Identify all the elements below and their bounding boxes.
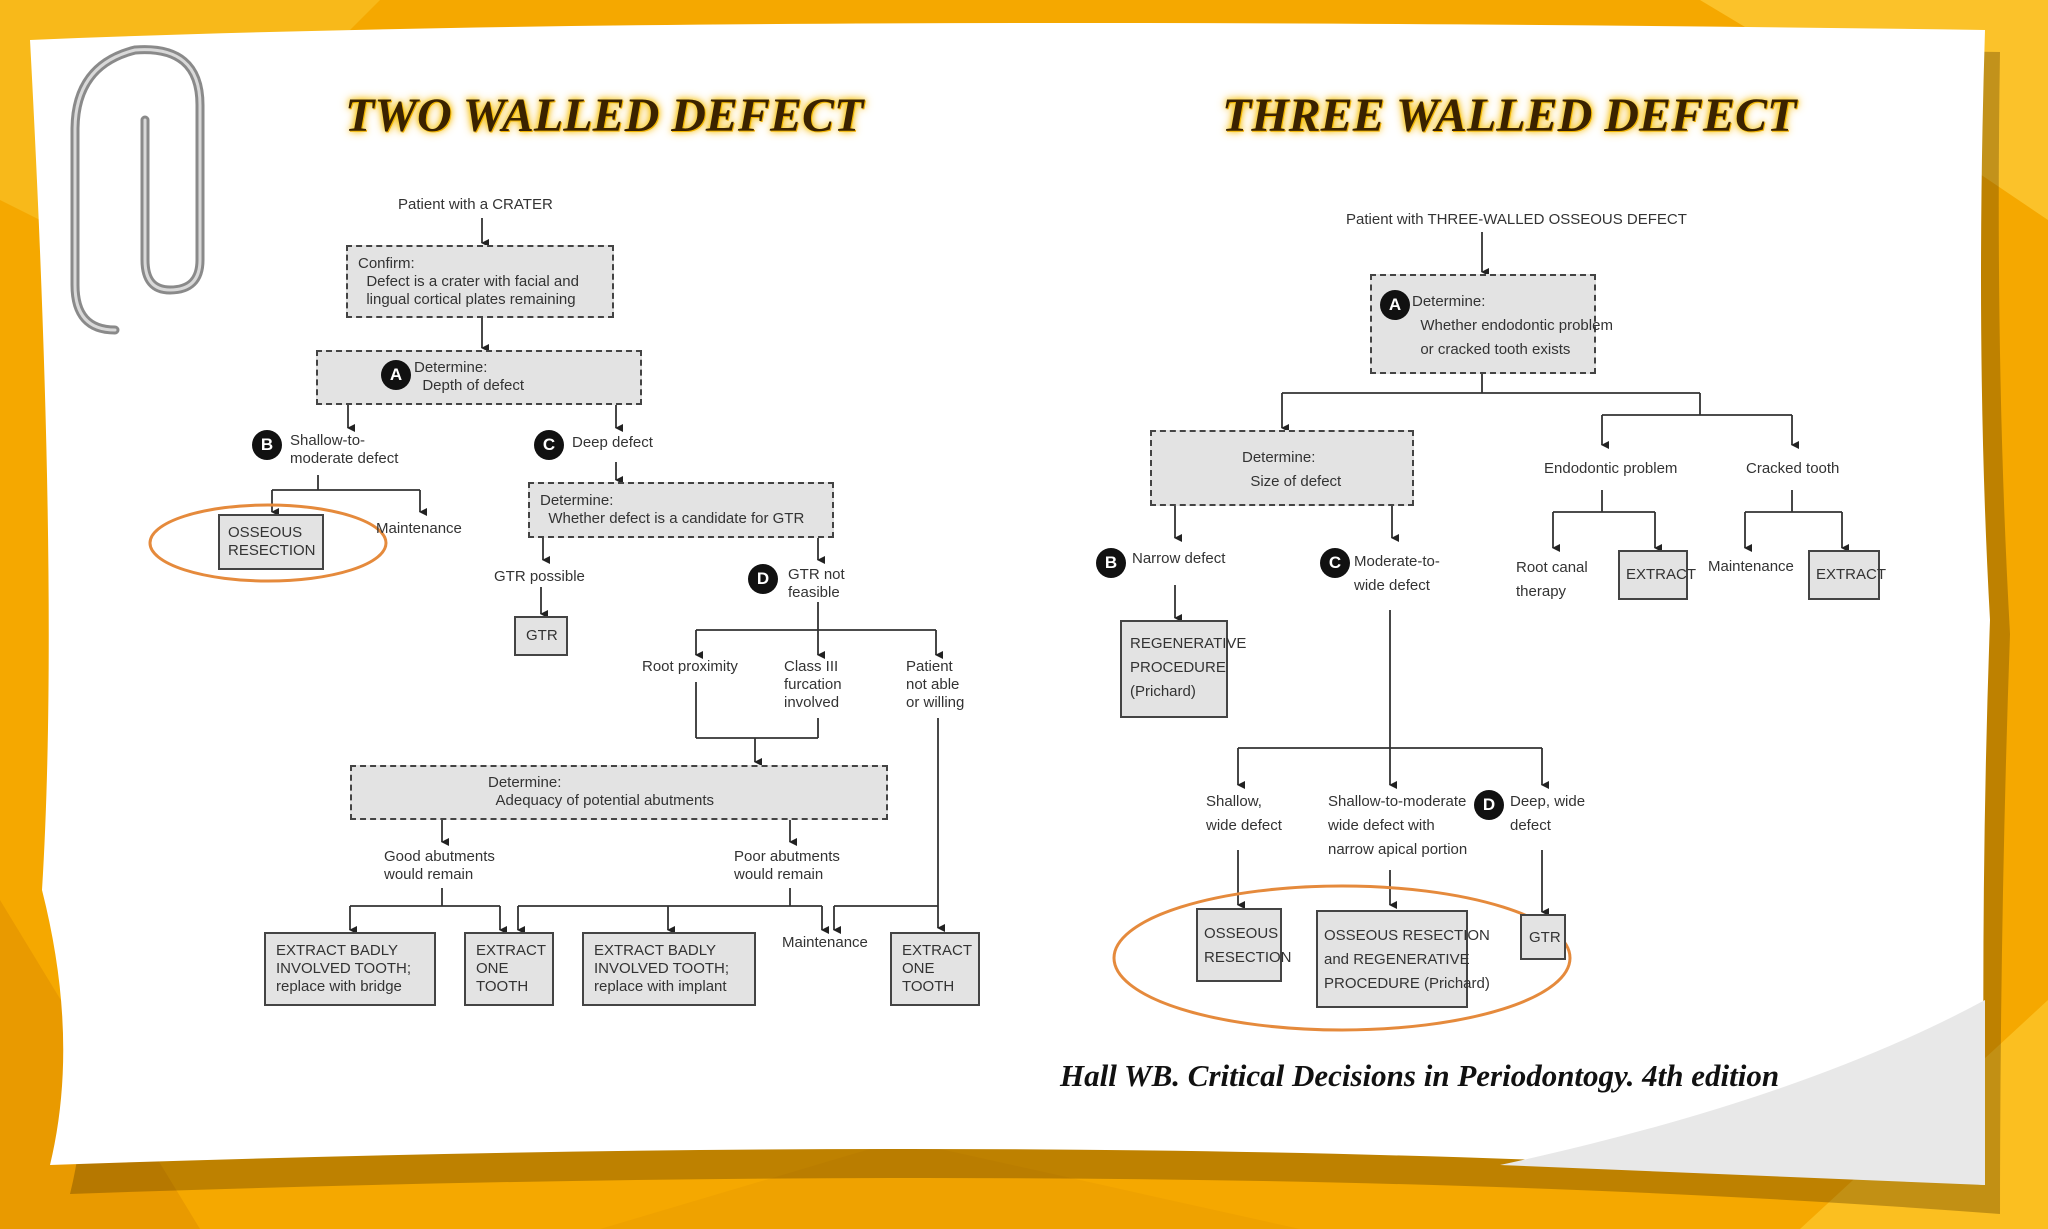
right-title: THREE WALLED DEFECT xyxy=(1222,89,1797,142)
citation-caption: Hall WB. Critical Decisions in Periodont… xyxy=(1060,1058,1780,1093)
right-narrow-defect: Narrow defect xyxy=(1132,550,1226,567)
left-patient-not-able: Patient not able or willing xyxy=(906,658,965,711)
right-extract-text-2: EXTRACT xyxy=(1816,566,1887,583)
right-badge-d: D xyxy=(1474,790,1504,820)
left-determine-abutments-text: Determine: Adequacy of potential abutmen… xyxy=(488,774,714,809)
left-extract-bridge-box: EXTRACT BADLY INVOLVED TOOTH; replace wi… xyxy=(264,932,436,1006)
left-confirm-box: Confirm: Defect is a crater with facial … xyxy=(346,245,614,318)
left-class-iii: Class III furcation involved xyxy=(784,658,842,711)
left-gtr-possible: GTR possible xyxy=(494,568,585,585)
left-gtr-text: GTR xyxy=(526,627,558,644)
right-cracked-tooth: Cracked tooth xyxy=(1746,460,1840,477)
right-moderate-wide: Moderate-to- wide defect xyxy=(1354,553,1440,594)
right-regenerative-box: REGENERATIVE PROCEDURE (Prichard) xyxy=(1120,620,1246,718)
right-osseous-resection-text: OSSEOUS RESECTION xyxy=(1204,925,1292,966)
right-determine-size-text: Determine: Size of defect xyxy=(1242,449,1342,490)
left-extract-one-text-2: EXTRACT ONE TOOTH xyxy=(902,942,973,995)
left-osseous-resection-text: OSSEOUS RESECTION xyxy=(228,524,316,559)
left-maintenance-2: Maintenance xyxy=(782,934,868,951)
right-badge-b: B xyxy=(1096,548,1126,578)
right-maintenance: Maintenance xyxy=(1708,558,1794,575)
left-badge-c: C xyxy=(534,430,564,460)
left-determine-depth-text: Determine: Depth of defect xyxy=(414,359,525,394)
left-poor-abutments: Poor abutments would remain xyxy=(734,848,840,883)
right-determine-endo-text: Determine: Whether endodontic problem or… xyxy=(1412,293,1613,358)
right-extract-text-1: EXTRACT xyxy=(1626,566,1697,583)
highlight-ellipse-right xyxy=(1112,884,1572,1032)
left-confirm-text: Confirm: Defect is a crater with facial … xyxy=(358,255,579,308)
left-osseous-resection-box: OSSEOUS RESECTION xyxy=(218,514,324,570)
left-extract-implant-box: EXTRACT BADLY INVOLVED TOOTH; replace wi… xyxy=(582,932,756,1006)
left-root-proximity: Root proximity xyxy=(642,658,738,675)
right-determine-endo-box: A Determine: Whether endodontic problem … xyxy=(1370,274,1613,374)
left-badge-b: B xyxy=(252,430,282,460)
left-good-abutments: Good abutments would remain xyxy=(384,848,495,883)
right-shallow-moderate-narrow: Shallow-to-moderate wide defect with nar… xyxy=(1328,793,1468,858)
right-badge-c: C xyxy=(1320,548,1350,578)
left-gtr-box: GTR xyxy=(514,616,568,656)
left-maintenance-1: Maintenance xyxy=(376,520,462,537)
right-osseous-resection-box: OSSEOUS RESECTION xyxy=(1196,908,1292,982)
right-gtr-box: GTR xyxy=(1520,914,1566,960)
right-determine-size-box: Determine: Size of defect xyxy=(1150,430,1414,506)
left-extract-one-box-1: EXTRACT ONE TOOTH xyxy=(464,932,554,1006)
left-extract-bridge-text: EXTRACT BADLY INVOLVED TOOTH; replace wi… xyxy=(276,942,412,995)
right-badge-a: A xyxy=(1380,290,1410,320)
right-start-label: Patient with THREE-WALLED OSSEOUS DEFECT xyxy=(1346,211,1687,228)
right-osseous-regen-box: OSSEOUS RESECTION and REGENERATIVE PROCE… xyxy=(1316,910,1490,1008)
left-start-label: Patient with a CRATER xyxy=(398,196,553,213)
left-badge-a: A xyxy=(381,360,411,390)
left-extract-one-text-1: EXTRACT ONE TOOTH xyxy=(476,942,547,995)
right-shallow-wide: Shallow, wide defect xyxy=(1206,793,1282,834)
left-gtr-not-feasible: GTR not feasible xyxy=(788,566,845,601)
right-extract-box-2: EXTRACT xyxy=(1808,550,1886,600)
right-endo-problem: Endodontic problem xyxy=(1544,460,1678,477)
left-determine-depth-box: A Determine: Depth of defect xyxy=(316,350,642,405)
left-deep-label: Deep defect xyxy=(572,434,653,451)
right-gtr-text: GTR xyxy=(1529,929,1561,946)
right-extract-box-1: EXTRACT xyxy=(1618,550,1696,600)
right-root-canal: Root canal therapy xyxy=(1516,559,1588,600)
left-extract-implant-text: EXTRACT BADLY INVOLVED TOOTH; replace wi… xyxy=(594,942,730,995)
right-osseous-regen-text: OSSEOUS RESECTION and REGENERATIVE PROCE… xyxy=(1324,927,1490,992)
left-badge-d: D xyxy=(748,564,778,594)
right-deep-wide: Deep, wide defect xyxy=(1510,793,1586,834)
left-determine-gtr-box: Determine: Whether defect is a candidate… xyxy=(528,482,834,538)
left-shallow-label: Shallow-to- moderate defect xyxy=(290,432,399,467)
left-determine-abutments-box: Determine: Adequacy of potential abutmen… xyxy=(350,765,888,820)
left-determine-gtr-text: Determine: Whether defect is a candidate… xyxy=(540,492,805,527)
paperclip-icon xyxy=(70,45,205,335)
right-regenerative-text: REGENERATIVE PROCEDURE (Prichard) xyxy=(1130,635,1247,700)
highlight-ellipse-left xyxy=(148,503,388,583)
left-title: TWO WALLED DEFECT xyxy=(345,89,864,142)
left-extract-one-box-2: EXTRACT ONE TOOTH xyxy=(890,932,980,1006)
